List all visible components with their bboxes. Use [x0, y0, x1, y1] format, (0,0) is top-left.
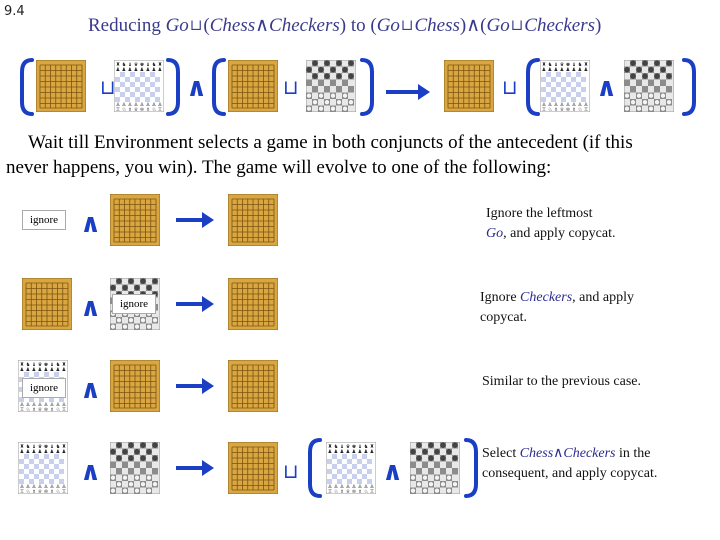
and-symbol: ∧: [80, 375, 101, 405]
title-paren-open-3: (: [480, 15, 487, 36]
intro-paragraph: Wait till Environment selects a game in …: [6, 130, 712, 180]
arrow-icon: [176, 212, 214, 228]
case-4-note-rest: in the consequent, and apply copycat.: [482, 446, 658, 481]
go-board-icon: [22, 278, 72, 330]
case-2-note: Ignore Checkers, and apply copycat.: [480, 288, 680, 328]
title-paren-close-2: ): [459, 15, 467, 36]
and-symbol: ∧: [80, 209, 101, 239]
checkers-board-icon: [110, 442, 160, 494]
case-4-diagram: ∧ ⊔ ∧: [18, 438, 478, 498]
ignore-label: ignore: [22, 378, 66, 398]
title-middle: to: [346, 15, 371, 36]
case-3-note: Similar to the previous case.: [482, 372, 682, 392]
ignore-label: ignore: [112, 294, 156, 314]
case-1-note-text: Ignore the leftmost: [486, 206, 593, 221]
case-2-diagram: ∧: [80, 278, 278, 330]
and-symbol: ∧: [80, 293, 101, 323]
go-board-icon: [36, 60, 86, 112]
arrow-icon: [176, 378, 214, 394]
choice-symbol-2: ⊔: [283, 75, 299, 99]
and-symbol-1: ∧: [186, 73, 207, 103]
arrow-icon: [386, 84, 430, 100]
formula-bracket-open: [308, 438, 322, 498]
title-paren-open-2: (: [370, 15, 377, 36]
case-2-note-rest: , and apply copycat.: [480, 290, 634, 325]
title-chess-1: Chess: [209, 15, 256, 36]
go-board-icon: [228, 60, 278, 112]
formula-bracket-open-3: [526, 58, 540, 116]
checkers-board-icon: [410, 442, 460, 494]
formula-bracket-close-2: [360, 58, 374, 116]
case-3-diagram: ∧: [18, 360, 278, 412]
title-choice-op-2: ⊔: [400, 18, 414, 34]
title-choice-op-1: ⊔: [189, 18, 203, 34]
title-paren-close-3: ): [595, 15, 602, 36]
chess-board-icon: [326, 442, 376, 494]
title-checkers-1: Checkers: [269, 15, 340, 36]
checkers-board-icon: [624, 60, 674, 112]
title-go-2: Go: [376, 15, 400, 36]
slide-title: Reducing Go⊔(Chess∧Checkers) to (Go⊔Ches…: [88, 14, 601, 37]
title-go-1: Go: [165, 15, 189, 36]
title-chess-2: Chess: [414, 15, 460, 36]
and-symbol: ∧: [382, 457, 403, 487]
intro-line-1: Wait till Environment selects a game in …: [28, 132, 633, 153]
arrow-icon: [176, 460, 214, 476]
title-and-op-1: ∧: [255, 15, 270, 36]
case-1-diagram: ∧: [80, 194, 278, 246]
formula-left-bracket: [20, 58, 34, 116]
case-2-note-text: Ignore: [480, 290, 521, 305]
title-choice-op-3: ⊔: [510, 18, 524, 34]
title-checkers-2: Checkers: [524, 15, 595, 36]
case-1-note-italic: Go: [486, 226, 504, 241]
choice-symbol-3: ⊔: [502, 75, 518, 99]
arrow-icon: [176, 296, 214, 312]
top-formula: ⊔ ∧ ⊔ ⊔ ∧: [20, 58, 696, 116]
go-board-icon: [228, 442, 278, 494]
and-symbol-2: ∧: [596, 73, 617, 103]
formula-bracket-close-3: [682, 58, 696, 116]
go-board-icon: [110, 194, 160, 246]
and-symbol: ∧: [80, 457, 101, 487]
formula-bracket-close-1: [166, 58, 180, 116]
case-4-note-italic: Chess∧Checkers: [519, 446, 616, 461]
go-board-icon: [444, 60, 494, 112]
ignore-label: ignore: [22, 210, 66, 230]
go-board-icon: [110, 360, 160, 412]
intro-line-2: never happens, you win). The game will e…: [6, 157, 552, 178]
formula-bracket-open-2: [212, 58, 226, 116]
case-2-note-italic: Checkers: [520, 290, 573, 305]
case-1-note: Ignore the leftmost Go, and apply copyca…: [486, 204, 666, 244]
title-prefix: Reducing: [88, 15, 166, 36]
case-2-go-board: [22, 278, 72, 335]
case-4-note-text: Select: [482, 446, 520, 461]
go-board-icon: [228, 194, 278, 246]
case-4-note: Select Chess∧Checkers in the consequent,…: [482, 444, 692, 484]
slide-number: 9.4: [4, 4, 25, 19]
formula-bracket-close: [464, 438, 478, 498]
title-and-op-2: ∧: [466, 15, 481, 36]
choice-symbol: ⊔: [283, 459, 299, 483]
go-board-icon: [228, 360, 278, 412]
choice-symbol-1: ⊔: [100, 75, 116, 99]
chess-board-icon: [540, 60, 590, 112]
checkers-board-icon: [306, 60, 356, 112]
title-go-3: Go: [486, 15, 510, 36]
case-3-note-text: Similar to the previous case.: [482, 374, 642, 389]
title-paren-close-1: ): [339, 15, 347, 36]
chess-board-icon: [18, 442, 68, 494]
title-paren-open-1: (: [203, 15, 210, 36]
case-1-note-rest: , and apply copycat.: [503, 226, 616, 241]
chess-board-icon: [114, 60, 164, 112]
go-board-icon: [228, 278, 278, 330]
